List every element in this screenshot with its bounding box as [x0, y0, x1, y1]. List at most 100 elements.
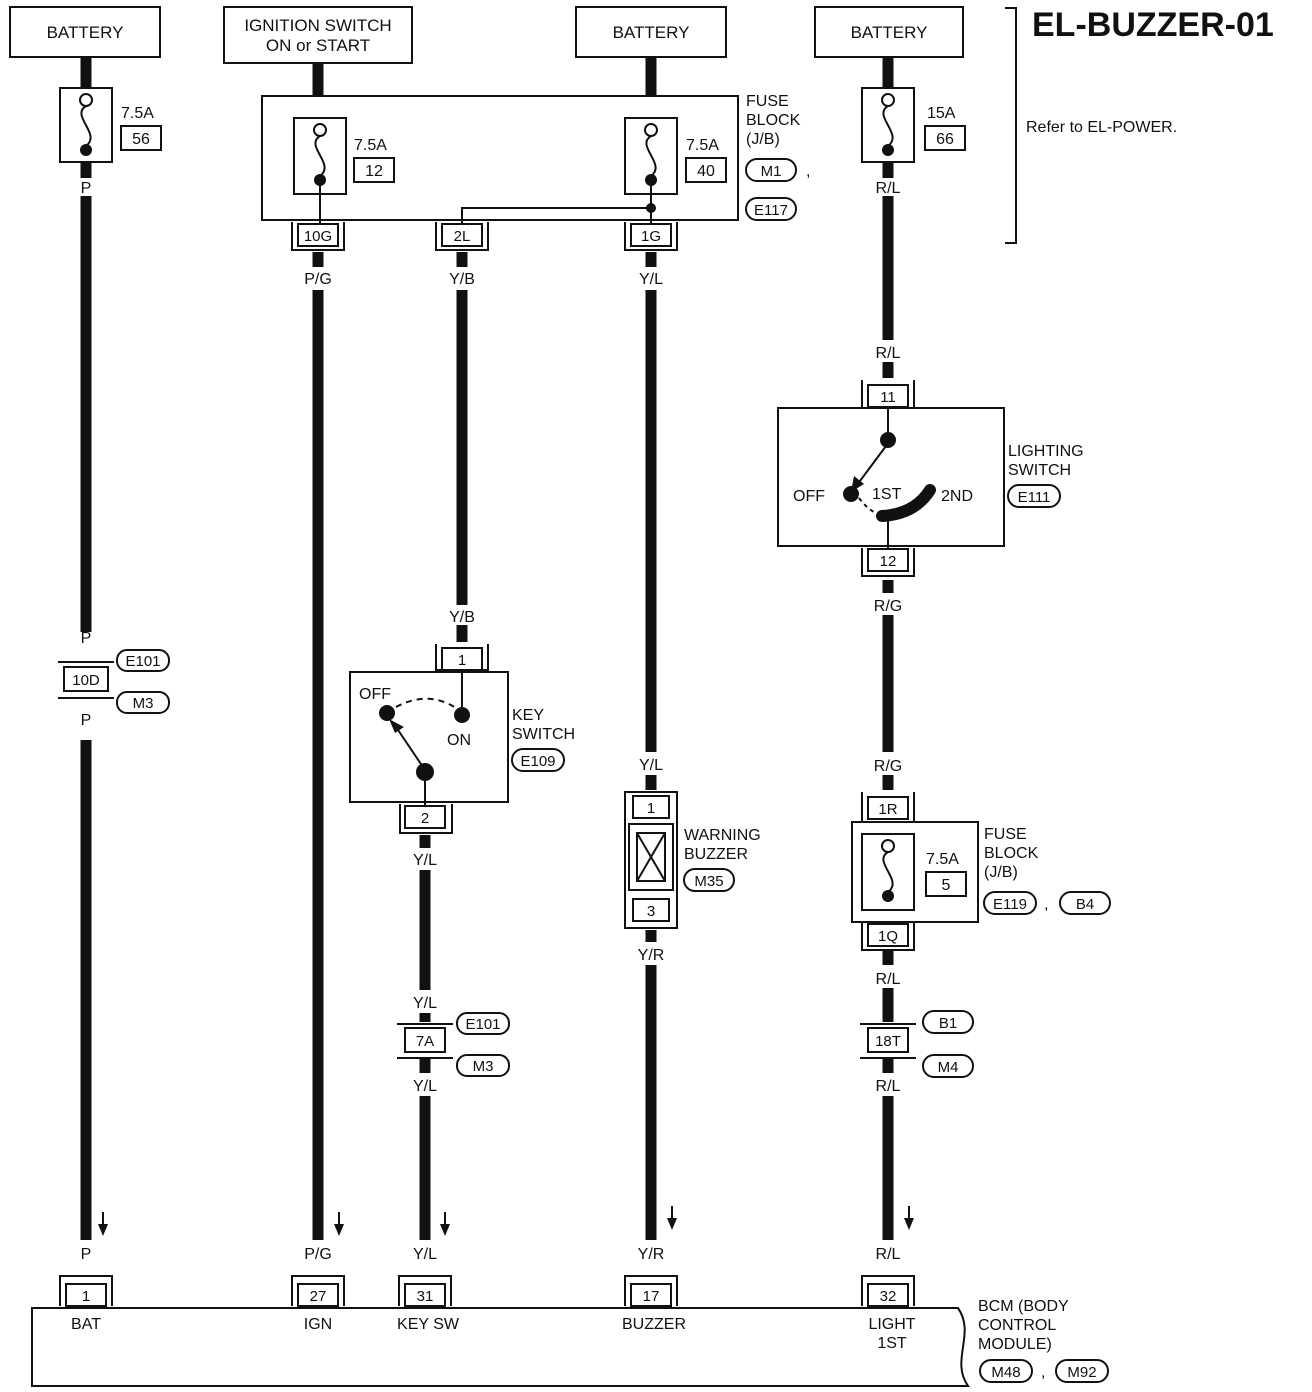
key-switch-name1: KEY: [512, 707, 544, 724]
connector-18T: 18T: [860, 1023, 916, 1059]
key-switch-off: OFF: [359, 686, 391, 703]
fuse-66-number: 66: [936, 131, 954, 148]
fuse-block-top-sep: ,: [806, 163, 810, 180]
connector-10D-label: 10D: [72, 672, 100, 689]
fuse-block-top-line2: BLOCK: [746, 112, 801, 129]
refer-bracket: [1005, 7, 1017, 244]
connector-18T-label: 18T: [875, 1033, 901, 1050]
bcm-pin-1: 1: [82, 1288, 90, 1305]
connector-10G-label: 10G: [304, 228, 332, 245]
bcm-name3: MODULE): [978, 1336, 1052, 1353]
wire-label-rl-mid: R/L: [876, 345, 901, 362]
wire-label-yl-mid: Y/L: [639, 757, 663, 774]
wire-label-rg-mid: R/G: [874, 758, 902, 775]
bcm-connector-17: 17: [624, 1275, 678, 1307]
connector-1Q-label: 1Q: [878, 928, 898, 945]
fuse-12: 7.5A 12: [293, 117, 395, 195]
harness-m4: M4: [922, 1054, 974, 1078]
lighting-2nd: 2ND: [941, 488, 973, 505]
connector-10D: 10D: [58, 661, 114, 699]
harness-m4-label: M4: [938, 1059, 959, 1076]
wire-label-rg-top: R/G: [874, 598, 902, 615]
fuse-40-amp: 7.5A: [686, 137, 719, 154]
down-arrow-icon: [440, 1212, 450, 1236]
buzzer-name2: BUZZER: [684, 846, 748, 863]
connector-2L-label: 2L: [454, 228, 471, 245]
harness-b1-label: B1: [939, 1015, 957, 1032]
fuse-66: 15A 66: [861, 87, 966, 163]
bcm-pin-light1: LIGHT: [868, 1316, 915, 1333]
battery-label-1: BATTERY: [47, 23, 124, 42]
lighting-conn: E111: [1018, 489, 1051, 506]
down-arrow-icons: [98, 1206, 914, 1236]
wire-label-rl-1q: R/L: [876, 971, 901, 988]
harness-m3-b: M3: [456, 1054, 510, 1077]
fuse-block-bottom-conn-b: B4: [1076, 896, 1094, 913]
wire-label-rl-top: R/L: [876, 180, 901, 197]
battery-source-2: BATTERY: [575, 6, 727, 58]
fuse-12-number: 12: [365, 163, 383, 180]
lighting-pin12: 12: [880, 553, 897, 570]
wire-label-rl-bot: R/L: [876, 1246, 901, 1263]
wire-label-yl-7a-top: Y/L: [413, 995, 437, 1012]
wire-label-yb-mid: Y/B: [449, 609, 475, 626]
buzzer-pin1: 1: [647, 800, 655, 817]
key-switch-conn: E109: [520, 753, 555, 770]
fuse-56-number: 56: [132, 131, 150, 148]
wire-label-pg-top: P/G: [304, 271, 332, 288]
fuse-5: 7.5A 5: [861, 833, 967, 911]
wire-label-p-mid2: P: [81, 712, 92, 729]
wire-segments: [80, 57, 894, 1240]
fuse-block-bottom-conn-a: E119: [993, 896, 1027, 913]
bcm-pin-31: 31: [417, 1288, 434, 1305]
fuse-5-number: 5: [942, 877, 951, 894]
bcm-conn-a: M48: [991, 1364, 1020, 1381]
fuse-block-top-conn-a: M1: [761, 163, 782, 180]
ignition-label-line1: IGNITION SWITCH: [244, 16, 391, 35]
wire-label-rl-18t: R/L: [876, 1078, 901, 1095]
fuse-block-bottom-sep: ,: [1044, 896, 1048, 913]
wire-label-yl-bot: Y/L: [413, 1246, 437, 1263]
bcm-connector-27: 27: [291, 1275, 345, 1307]
connector-7A: 7A: [397, 1023, 453, 1059]
wire-label-yr-bot: Y/R: [638, 1246, 665, 1263]
fuse-40-number: 40: [697, 163, 715, 180]
wire-label-yl-top: Y/L: [639, 271, 663, 288]
fuse-block-bottom: 1R 7.5A 5 1Q FUSE BLOCK (J/B) E119 , B4: [851, 792, 1111, 951]
down-arrow-icon: [667, 1206, 677, 1230]
wire-label-pg-bot: P/G: [304, 1246, 332, 1263]
connector-10G: 10G: [291, 222, 345, 251]
bcm-name2: CONTROL: [978, 1317, 1056, 1334]
wire-label-p-top: P: [81, 180, 92, 197]
lighting-pin11: 11: [880, 389, 896, 406]
warning-buzzer: 1 3 WARNING BUZZER M35: [624, 791, 761, 929]
bcm-connector-1: 1: [59, 1275, 113, 1307]
fuse-block-bottom-line2: BLOCK: [984, 845, 1039, 862]
fuse-5-amp: 7.5A: [926, 851, 959, 868]
fuse-block-bottom-line1: FUSE: [984, 826, 1027, 843]
key-switch-name2: SWITCH: [512, 726, 575, 743]
wire-label-p-bot: P: [81, 1246, 92, 1263]
key-switch-pin2: 2: [421, 810, 429, 827]
down-arrow-icon: [98, 1212, 108, 1236]
battery-label-3: BATTERY: [851, 23, 928, 42]
connector-1R-label: 1R: [878, 801, 897, 818]
connector-2L: 2L: [435, 222, 489, 251]
wire-label-yb-top: Y/B: [449, 271, 475, 288]
bcm-pin-buzzer: BUZZER: [622, 1316, 686, 1333]
bcm-pin-light2: 1ST: [877, 1335, 907, 1352]
bcm-pin-keysw: KEY SW: [397, 1316, 460, 1333]
harness-b1: B1: [922, 1010, 974, 1034]
connector-1G-label: 1G: [641, 228, 661, 245]
connector-7A-label: 7A: [416, 1033, 434, 1050]
lighting-switch: 11 OFF 1ST 2ND 12 LIGHTING SWITCH E111: [777, 380, 1084, 577]
key-switch-pin1: 1: [458, 652, 466, 669]
ignition-label-line2: ON or START: [266, 36, 370, 55]
diagram-title: EL-BUZZER-01: [1032, 6, 1274, 44]
harness-e101-a: E101: [116, 649, 170, 672]
wire-label-p-mid1: P: [81, 630, 92, 647]
down-arrow-icon: [904, 1206, 914, 1230]
battery-source-1: BATTERY: [9, 6, 161, 58]
battery-source-3: BATTERY: [814, 6, 964, 58]
